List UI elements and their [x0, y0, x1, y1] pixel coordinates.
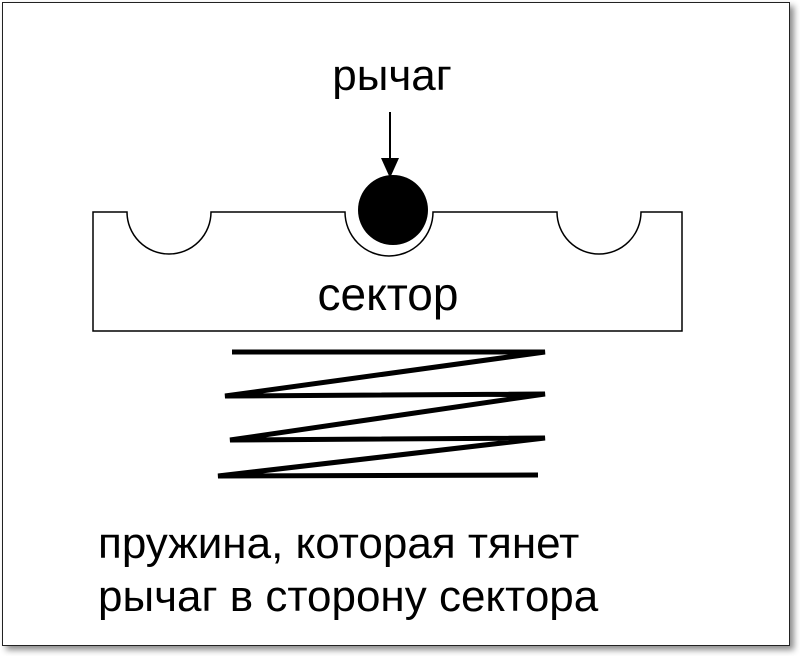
lever-arrow-head: [381, 158, 399, 178]
lever-label: рычаг: [332, 51, 452, 100]
spring: [217, 349, 546, 479]
spring-caption-line2: рычаг в сторону сектора: [98, 572, 599, 621]
spring-caption-line1: пружина, которая тянет: [98, 519, 579, 568]
sector-plate: [92, 211, 683, 332]
sector-label: сектор: [318, 268, 459, 320]
lever-ball: [358, 175, 428, 245]
